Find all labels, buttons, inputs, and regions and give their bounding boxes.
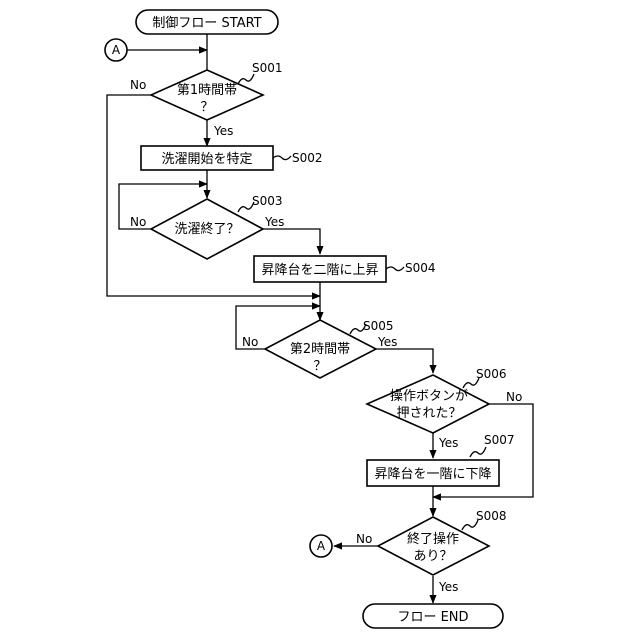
s007-leader: [470, 447, 486, 457]
decision-s006-line2: 押された？: [396, 406, 461, 421]
decision-s005-line1: 第2時間帯: [290, 342, 350, 357]
flow-lines: [107, 33, 533, 603]
edge-label-s003-yes: Yes: [264, 215, 284, 229]
edge-label-s005-yes: Yes: [377, 335, 397, 349]
s001-leader: [238, 74, 254, 84]
decision-s003-label: 洗濯終了？: [174, 221, 239, 237]
decision-s001-line2: ？: [200, 100, 213, 115]
process-s002-label: 洗濯開始を特定: [161, 152, 252, 167]
step-s003: S003: [252, 194, 283, 208]
process-s007-label: 昇降台を一階に下降: [374, 467, 491, 482]
edge-label-s008-no: No: [356, 532, 372, 546]
connector-a-top-label: A: [112, 43, 121, 57]
edge-label-s003-no: No: [130, 215, 146, 229]
edge-label-s006-no: No: [506, 390, 522, 404]
edge-label-s001-no: No: [130, 78, 146, 92]
step-s006: S006: [476, 367, 507, 381]
edge-s005-yes: [376, 349, 433, 373]
decision-s008-line1: 終了操作: [407, 531, 459, 547]
decision-s001-line1: 第1時間帯: [177, 83, 237, 98]
decision-s005-line2: ？: [313, 359, 326, 374]
step-s008: S008: [476, 509, 507, 523]
step-s005: S005: [363, 319, 394, 333]
step-s007: S007: [484, 433, 515, 447]
s002-leader: [273, 156, 291, 160]
start-label: 制御フロー START: [152, 16, 261, 31]
step-s004: S004: [405, 261, 436, 275]
decision-s006-line1: 操作ボタンが: [390, 388, 468, 404]
end-label: フロー END: [397, 610, 468, 625]
edge-label-s008-yes: Yes: [438, 580, 458, 594]
edge-label-s001-yes: Yes: [213, 124, 233, 138]
step-s001: S001: [252, 61, 283, 75]
edge-label-s006-yes: Yes: [438, 436, 458, 450]
step-s002: S002: [292, 151, 323, 165]
process-s004-label: 昇降台を二階に上昇: [261, 263, 378, 278]
edge-s003-yes: [263, 229, 320, 254]
edge-label-s005-no: No: [242, 335, 258, 349]
connector-a-bottom-label: A: [317, 539, 326, 553]
decision-s008-line2: あり？: [413, 549, 452, 564]
s004-leader: [386, 267, 404, 271]
